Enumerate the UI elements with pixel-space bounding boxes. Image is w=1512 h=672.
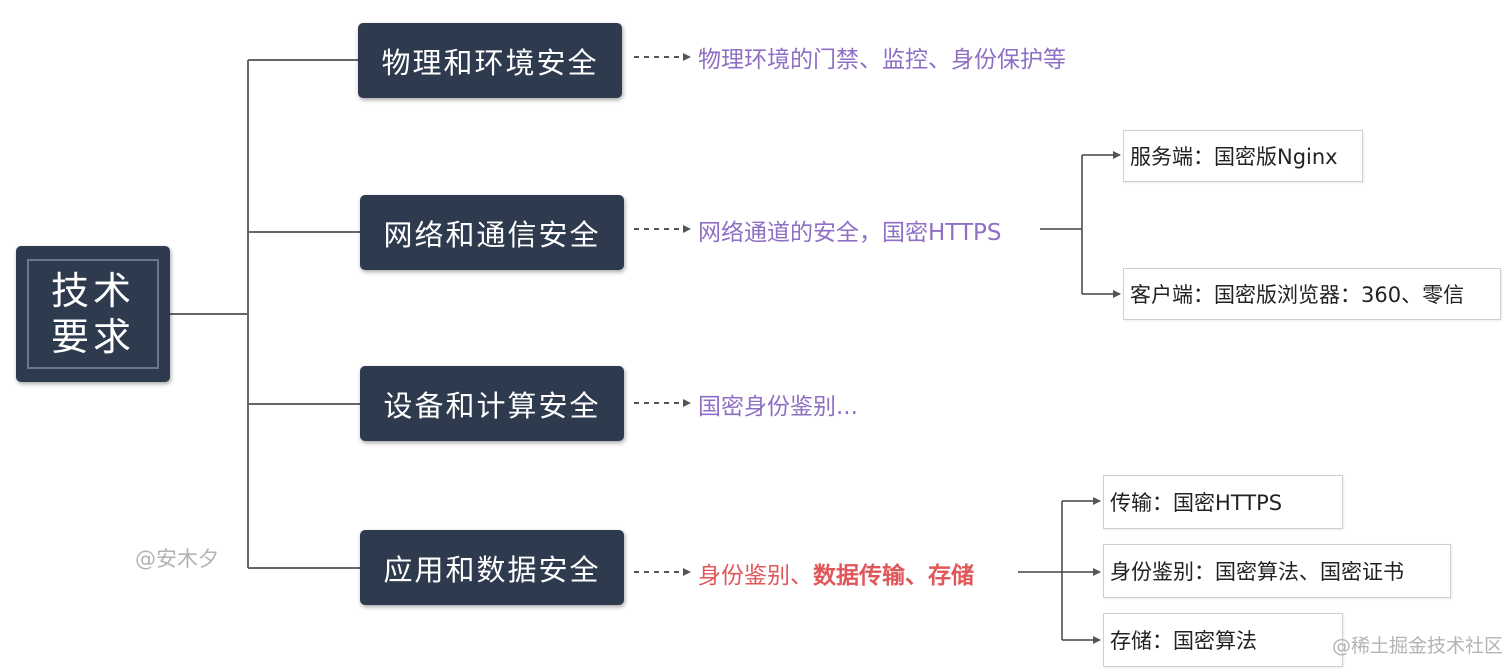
author-watermark: @安木夕 (135, 547, 219, 571)
category-device-node: 设备和计算安全 (360, 366, 624, 441)
desc-app-part2: 数据传输、存储 (813, 563, 974, 589)
root-label-line1: 技术 (50, 269, 135, 313)
desc-device: 国密身份鉴别... (698, 394, 858, 420)
root-label-line2: 要求 (50, 315, 135, 359)
leaf-auth: 身份鉴别：国密算法、国密证书 (1103, 544, 1451, 598)
leaf-storage: 存储：国密算法 (1103, 613, 1343, 667)
category-device-label: 设备和计算安全 (383, 388, 601, 423)
desc-physical: 物理环境的门禁、监控、身份保护等 (698, 47, 1066, 73)
desc-app-part1: 身份鉴别、 (698, 563, 813, 589)
site-watermark: @稀土掘金技术社区 (1332, 635, 1504, 657)
category-physical-label: 物理和环境安全 (381, 45, 599, 80)
leaf-server: 服务端：国密版Nginx (1123, 130, 1363, 182)
leaf-client: 客户端：国密版浏览器：360、零信 (1123, 268, 1501, 320)
category-network-node: 网络和通信安全 (360, 195, 624, 270)
desc-app: 身份鉴别、数据传输、存储 (698, 556, 974, 590)
category-physical-node: 物理和环境安全 (358, 23, 622, 98)
category-network-label: 网络和通信安全 (383, 217, 601, 252)
category-app-node: 应用和数据安全 (360, 530, 624, 605)
desc-network: 网络通道的安全，国密HTTPS (698, 220, 1002, 246)
root-node-inner: 技术 要求 (27, 259, 159, 369)
category-app-label: 应用和数据安全 (383, 552, 601, 587)
root-node: 技术 要求 (16, 246, 170, 382)
leaf-transport: 传输：国密HTTPS (1103, 475, 1343, 529)
